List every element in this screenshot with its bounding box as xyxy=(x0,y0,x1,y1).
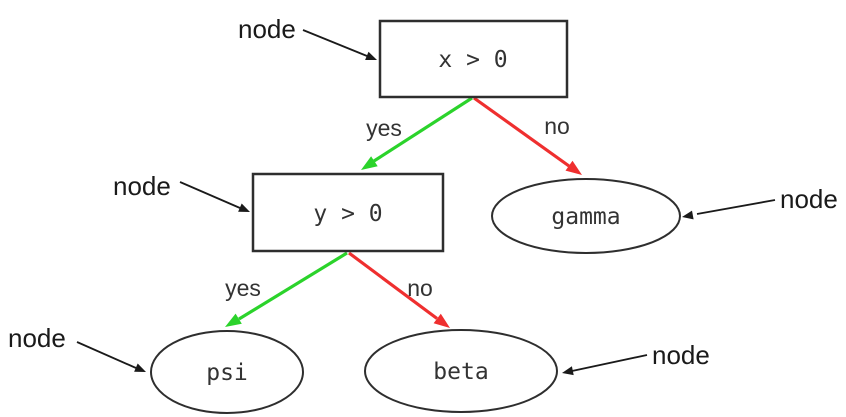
edge-inner-yes-line xyxy=(238,251,348,321)
annotation-gamma-arrowhead-icon xyxy=(682,210,694,220)
edge-inner-yes-label: yes xyxy=(225,275,261,301)
annotation-inner: node xyxy=(113,171,250,212)
edge-inner-no-label: no xyxy=(407,275,433,301)
edge-root-no-arrowhead-icon xyxy=(565,160,582,175)
edge-root-no-line xyxy=(473,96,570,168)
node-gamma-ellipse xyxy=(491,178,681,254)
node-gamma-label: gamma xyxy=(551,204,620,230)
node-psi-ellipse xyxy=(150,330,304,414)
node-beta-label: beta xyxy=(433,359,488,385)
edge-inner-no: no xyxy=(348,251,450,328)
edge-root-yes-line xyxy=(373,96,473,163)
annotation-root: node xyxy=(238,14,377,60)
edge-inner-yes-arrowhead-icon xyxy=(225,313,242,327)
edge-root-yes-arrowhead-icon xyxy=(361,156,378,170)
node-root: x > 0 xyxy=(378,19,569,99)
annotation-inner-label: node xyxy=(113,171,171,201)
annotation-psi: node xyxy=(8,323,146,372)
annotation-gamma-label: node xyxy=(780,184,838,214)
annotation-beta-label: node xyxy=(652,340,710,370)
annotation-psi-line xyxy=(76,341,137,369)
edge-root-no: no xyxy=(473,96,582,175)
annotation-root-line xyxy=(302,29,368,57)
edge-inner-yes: yes xyxy=(225,251,348,327)
node-psi: psi xyxy=(150,330,304,414)
edge-root-no-label: no xyxy=(544,113,570,139)
node-root-label: x > 0 xyxy=(438,47,507,73)
annotation-beta-line xyxy=(571,354,648,372)
annotation-root-label: node xyxy=(238,14,296,44)
edge-inner-no-line xyxy=(348,251,438,320)
node-root-rect xyxy=(378,19,569,99)
node-inner-rect xyxy=(251,172,445,253)
annotation-inner-line xyxy=(179,181,241,209)
node-beta-ellipse xyxy=(364,329,558,413)
annotation-inner-arrowhead-icon xyxy=(238,203,250,212)
edge-inner-no-arrowhead-icon xyxy=(433,313,450,328)
annotation-gamma: node xyxy=(682,184,838,220)
annotation-beta-arrowhead-icon xyxy=(562,366,574,376)
node-gamma: gamma xyxy=(491,178,681,254)
node-psi-label: psi xyxy=(206,360,248,386)
edge-root-yes: yes xyxy=(361,96,473,170)
node-inner: y > 0 xyxy=(251,172,445,253)
annotation-root-arrowhead-icon xyxy=(365,51,377,60)
annotation-psi-label: node xyxy=(8,323,66,353)
node-inner-label: y > 0 xyxy=(313,201,382,227)
node-beta: beta xyxy=(364,329,558,413)
annotation-beta: node xyxy=(562,340,710,376)
edge-root-yes-label: yes xyxy=(366,115,402,141)
annotation-gamma-line xyxy=(696,199,776,215)
annotation-psi-arrowhead-icon xyxy=(134,363,146,372)
